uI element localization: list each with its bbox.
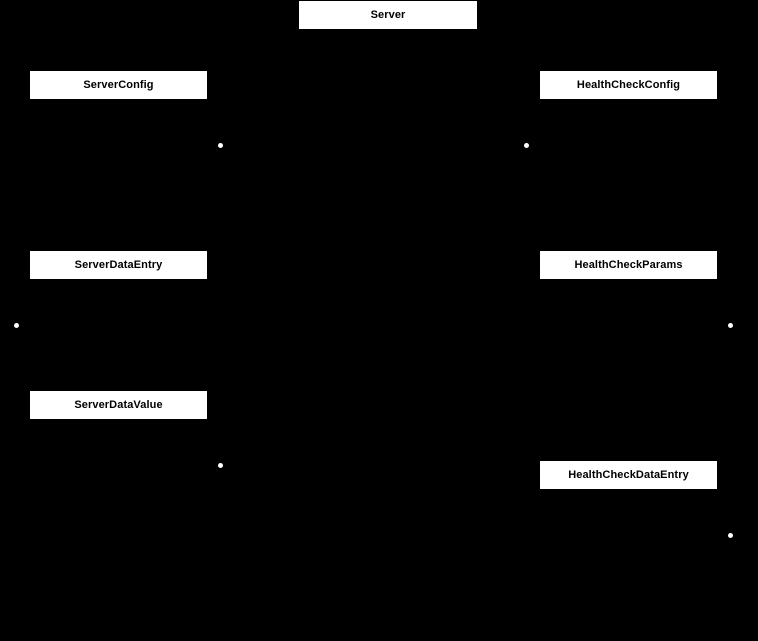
node-server-data-entry[interactable]: ServerDataEntry [29, 250, 208, 280]
edge-marker-dot-1 [218, 143, 223, 148]
node-health-check-params-label: HealthCheckParams [574, 258, 683, 271]
node-server-data-entry-label: ServerDataEntry [74, 258, 163, 271]
node-server-label: Server [370, 8, 406, 21]
node-health-check-data-entry[interactable]: HealthCheckDataEntry [539, 460, 718, 490]
node-server-config[interactable]: ServerConfig [29, 70, 208, 100]
edge-marker-dot-5 [218, 463, 223, 468]
node-server-data-value[interactable]: ServerDataValue [29, 390, 208, 420]
node-health-check-config-label: HealthCheckConfig [576, 78, 681, 91]
node-server[interactable]: Server [298, 0, 478, 30]
node-server-config-label: ServerConfig [83, 78, 154, 91]
edge-marker-dot-4 [728, 323, 733, 328]
node-health-check-params[interactable]: HealthCheckParams [539, 250, 718, 280]
edge-marker-dot-6 [728, 533, 733, 538]
node-health-check-data-entry-label: HealthCheckDataEntry [568, 468, 689, 481]
edge-marker-dot-2 [524, 143, 529, 148]
node-server-data-value-label: ServerDataValue [74, 398, 163, 411]
edge-marker-dot-3 [14, 323, 19, 328]
node-health-check-config[interactable]: HealthCheckConfig [539, 70, 718, 100]
